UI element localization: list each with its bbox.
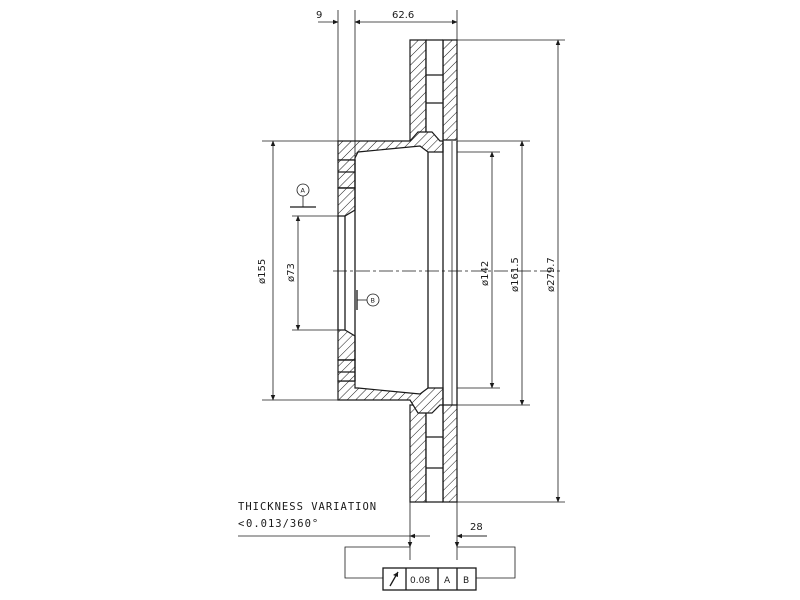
- note-title: THICKNESS VARIATION: [238, 501, 377, 513]
- disc-cross-section: [337, 39, 458, 503]
- right-dimensions: ø142 ø161.5 ø279.7: [457, 39, 565, 503]
- note-lt-symbol: <: [238, 518, 245, 530]
- datum-a: A: [290, 183, 316, 208]
- dim-hat-height: 62.6: [392, 10, 414, 21]
- dim-d73: ø73: [286, 263, 297, 282]
- tolerance-value: 0.08: [410, 576, 430, 586]
- note-value: 0.013/360°: [246, 518, 319, 530]
- datum-b: B: [356, 290, 380, 310]
- datum-a-label: A: [301, 187, 306, 195]
- upper-inboard-ring: [442, 39, 458, 141]
- hub-face-upper: [337, 159, 356, 189]
- tolerance-frame: 0.08 A B: [344, 540, 516, 591]
- dim-thickness: 28: [470, 522, 483, 533]
- hat-lower-wall: [337, 380, 444, 414]
- dim-d155: ø155: [257, 259, 268, 284]
- tolerance-datum-1: A: [444, 576, 451, 586]
- thickness-variation-note: THICKNESS VARIATION < 0.013/360°: [238, 501, 410, 537]
- dim-d161-5: ø161.5: [510, 257, 521, 292]
- hat-upper-wall: [337, 131, 444, 161]
- hub-face-lower: [337, 359, 356, 382]
- circular-runout-icon: [389, 571, 399, 587]
- upper-outboard-ring: [409, 39, 427, 141]
- dim-d279-7: ø279.7: [546, 257, 557, 292]
- lower-inboard-ring: [442, 404, 458, 503]
- left-dimensions: ø155 ø73: [257, 140, 338, 401]
- tolerance-datum-2: B: [463, 576, 469, 586]
- dim-d142: ø142: [480, 261, 491, 286]
- top-dimensions: 9 62.6: [316, 10, 458, 160]
- datum-b-label: B: [371, 297, 375, 305]
- lower-outboard-ring: [409, 404, 427, 503]
- hub-face-upper-inner: [337, 187, 356, 217]
- hub-face-lower-inner: [337, 329, 356, 361]
- thickness-dimension: 28: [409, 502, 487, 560]
- dim-offset-9: 9: [316, 10, 322, 21]
